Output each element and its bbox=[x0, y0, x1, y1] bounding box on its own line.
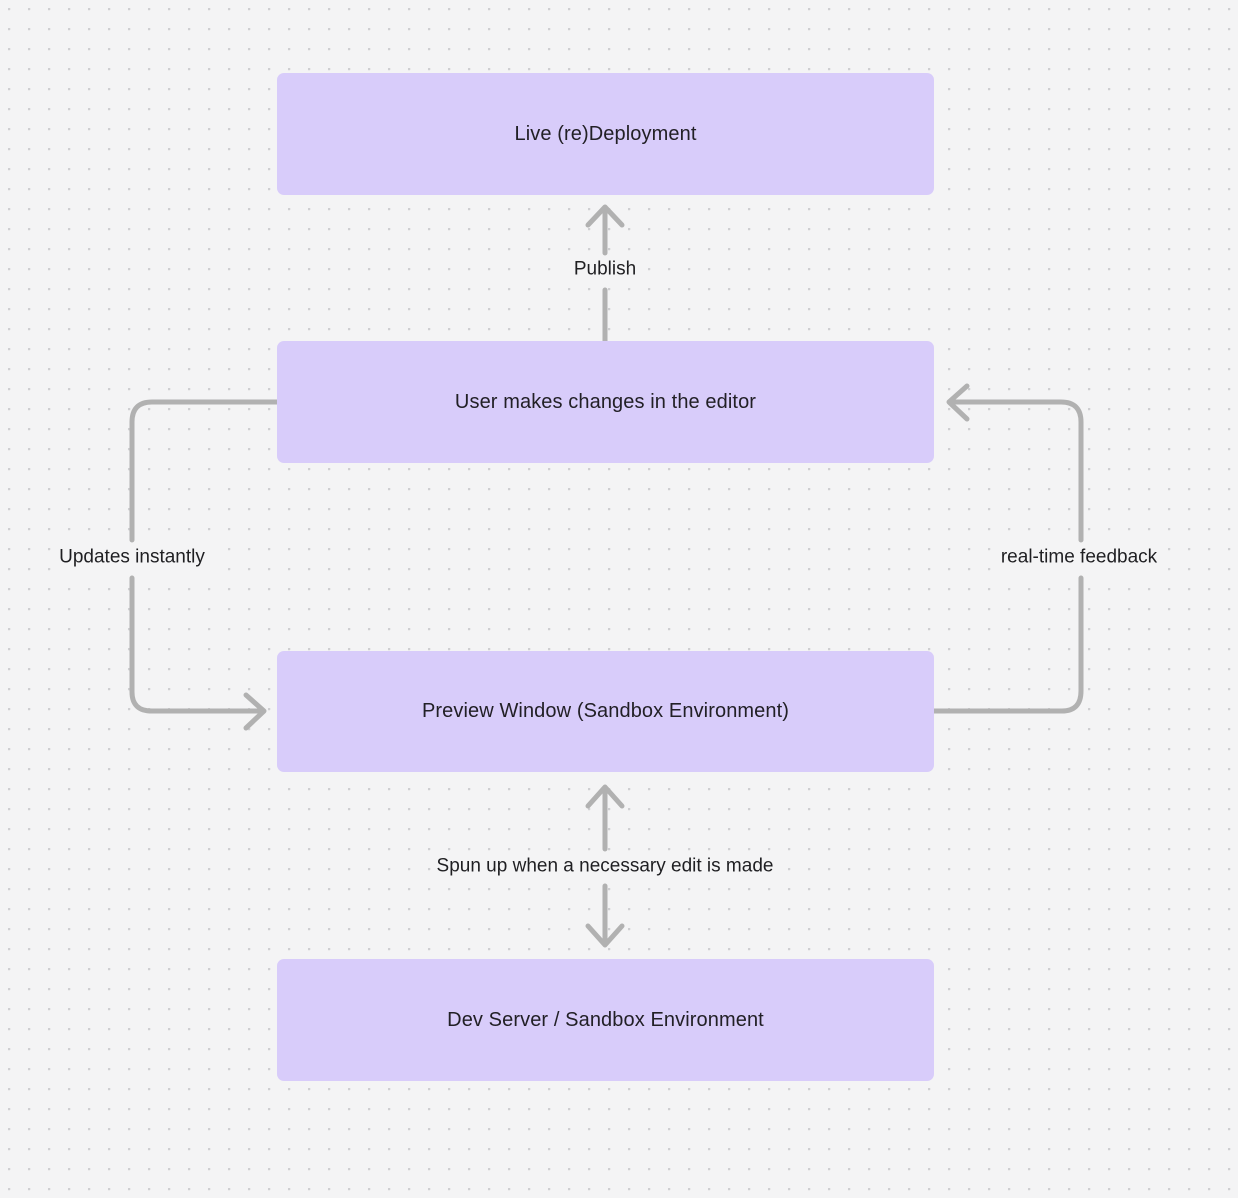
node-dev-server[interactable]: Dev Server / Sandbox Environment bbox=[277, 959, 934, 1081]
edge-label-updates-instantly: Updates instantly bbox=[53, 544, 211, 572]
node-preview-window-label: Preview Window (Sandbox Environment) bbox=[421, 700, 790, 722]
node-dev-server-label: Dev Server / Sandbox Environment bbox=[447, 1008, 764, 1031]
edge-label-spun-up: Spun up when a necessary edit is made bbox=[430, 853, 780, 881]
node-live-deployment[interactable]: Live (re)Deployment bbox=[277, 73, 934, 195]
node-live-deployment-label: Live (re)Deployment bbox=[514, 122, 697, 145]
edge-label-publish: Publish bbox=[567, 256, 643, 284]
node-user-editor-label: User makes changes in the editor bbox=[454, 390, 757, 413]
node-preview-window[interactable]: Preview Window (Sandbox Environment) bbox=[277, 651, 934, 772]
edge-label-real-time-feedback: real-time feedback bbox=[994, 544, 1164, 572]
node-user-editor[interactable]: User makes changes in the editor bbox=[277, 341, 934, 463]
